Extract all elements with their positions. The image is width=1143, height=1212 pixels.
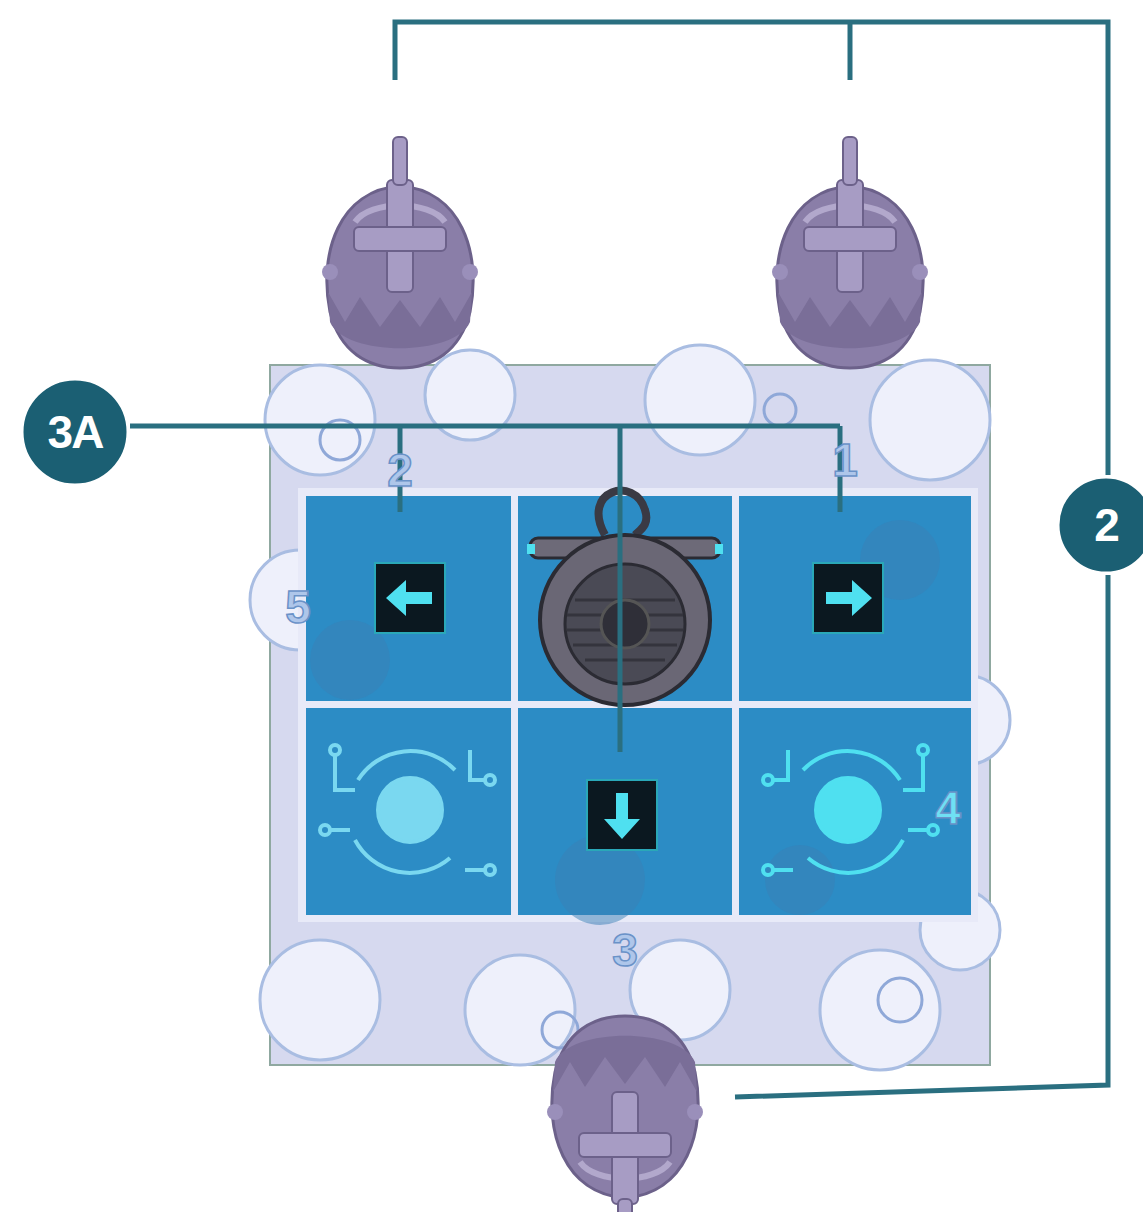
leader-lines <box>130 22 1108 1097</box>
edge-number: 4 <box>935 781 961 835</box>
callout-text: 2 <box>1056 475 1143 575</box>
clouds <box>250 345 1010 1070</box>
callout-text: 3A <box>20 377 130 487</box>
guard-miniature <box>772 137 928 368</box>
guard-miniature <box>322 137 478 368</box>
grid-cells <box>306 496 971 915</box>
machine-token <box>527 491 723 705</box>
circuit-icons <box>320 745 938 875</box>
edge-number: 3 <box>612 923 638 977</box>
cell-clouds <box>310 520 940 925</box>
callout-number: 3A <box>20 377 130 487</box>
edge-number: 1 <box>832 433 858 487</box>
edge-number: 2 <box>387 443 413 497</box>
callout-number: 2 <box>1056 475 1143 575</box>
direction-icons <box>375 563 883 850</box>
guard-miniature <box>547 1016 703 1212</box>
edge-number: 5 <box>285 580 311 634</box>
